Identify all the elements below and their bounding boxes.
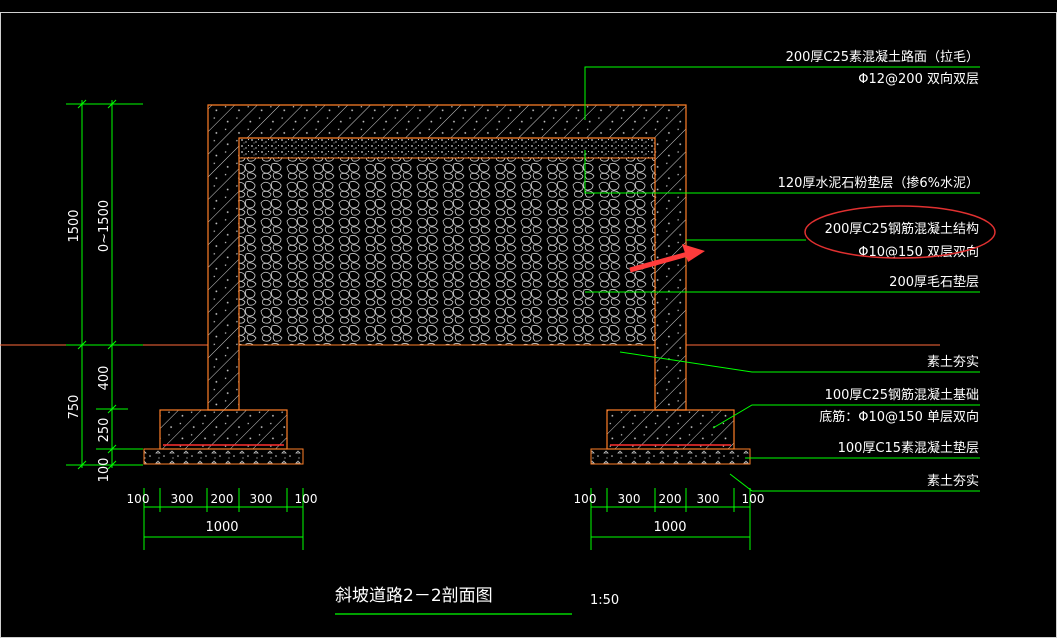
right-dim-2: 200 xyxy=(659,492,682,506)
left-footing xyxy=(159,409,288,450)
dim-250: 250 xyxy=(97,418,112,443)
left-dim-1: 300 xyxy=(171,492,194,506)
cushion-layer xyxy=(238,137,656,159)
label-rubble: 200厚毛石垫层 xyxy=(889,274,979,290)
left-footing-dimensions xyxy=(143,488,304,550)
dim-100: 100 xyxy=(97,458,112,483)
label-footing: 100厚C25钢筋混凝土基础 xyxy=(825,387,979,403)
left-dim-2: 200 xyxy=(211,492,234,506)
drawing-title: 斜坡道路2－2剖面图 xyxy=(335,586,493,606)
left-plain-concrete xyxy=(143,448,304,465)
right-dim-3: 300 xyxy=(697,492,720,506)
right-footing-dimensions xyxy=(590,488,751,550)
left-dim-total: 1000 xyxy=(205,520,238,535)
right-footing xyxy=(606,409,735,450)
right-dim-1: 300 xyxy=(618,492,641,506)
dim-1500: 1500 xyxy=(67,209,82,242)
vertical-dimensions xyxy=(66,99,143,470)
label-plain-concrete: 100厚C15素混凝土垫层 xyxy=(838,440,979,456)
dim-400: 400 xyxy=(97,366,112,391)
label-footing-rebar: 底筋：Φ10@150 单层双向 xyxy=(819,409,979,425)
dim-0-1500: 0~1500 xyxy=(97,200,112,252)
right-plain-concrete xyxy=(590,448,751,465)
label-soil-fill-top: 素土夯实 xyxy=(927,355,979,370)
label-soil-fill-bottom: 素土夯实 xyxy=(927,474,979,489)
leader-lines xyxy=(584,66,980,492)
label-rc-structure: 200厚C25钢筋混凝土结构 xyxy=(825,221,979,237)
left-dim-0: 100 xyxy=(127,492,150,506)
red-arrow-icon xyxy=(629,244,705,273)
left-dim-4: 100 xyxy=(295,492,318,506)
dim-750: 750 xyxy=(67,395,82,420)
drawing-scale: 1:50 xyxy=(590,593,619,608)
label-cushion: 120厚水泥石粉垫层（掺6%水泥） xyxy=(778,175,979,191)
label-rc-structure-rebar: Φ10@150 双层双向 xyxy=(858,244,979,260)
left-dim-3: 300 xyxy=(250,492,273,506)
rubble-fill xyxy=(238,157,656,346)
right-dim-0: 100 xyxy=(574,492,597,506)
label-top-slab: 200厚C25素混凝土路面（拉毛） xyxy=(786,49,979,65)
highlight-ellipse xyxy=(804,205,996,259)
label-top-slab-rebar: Φ12@200 双向双层 xyxy=(858,71,979,87)
right-dim-total: 1000 xyxy=(653,520,686,535)
right-dim-4: 100 xyxy=(742,492,765,506)
